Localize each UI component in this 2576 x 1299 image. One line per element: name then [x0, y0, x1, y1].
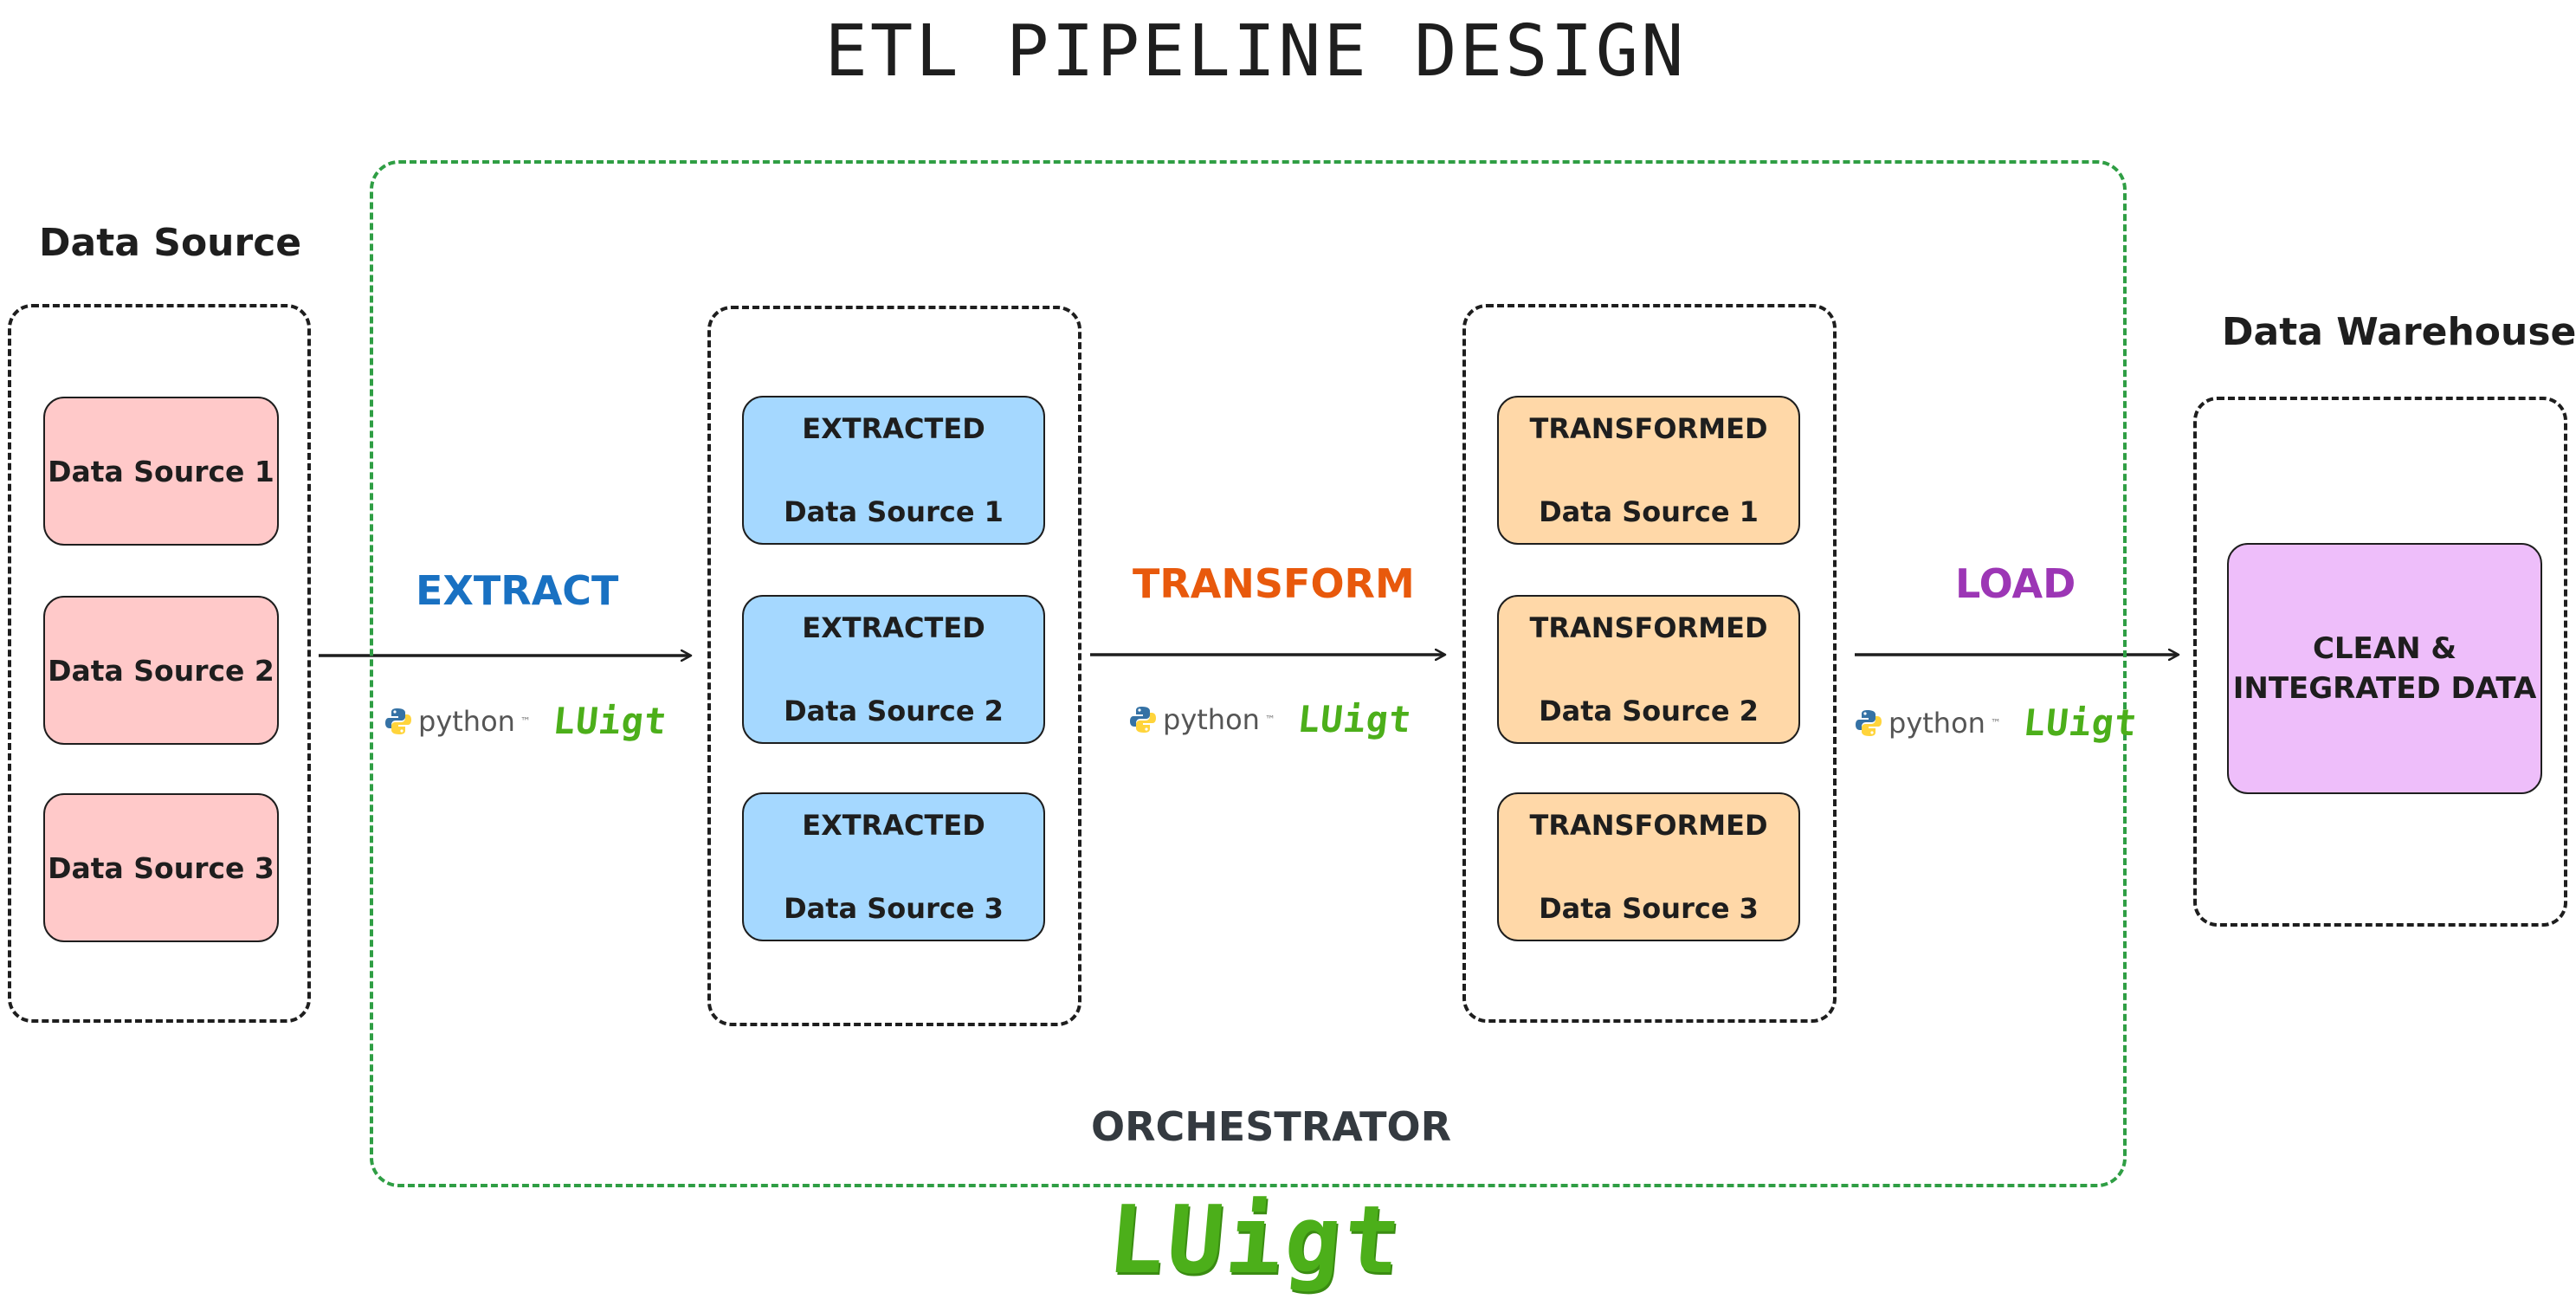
- load-tools: python ™ LUigt: [1854, 701, 2140, 744]
- warehouse-line-2: INTEGRATED DATA: [2232, 671, 2537, 706]
- python-logo: python ™: [1854, 707, 2001, 740]
- extracted-source-label: Data Source 2: [784, 695, 1004, 727]
- extracted-prefix: EXTRACTED: [802, 611, 985, 644]
- transformed-card-3: TRANSFORMED Data Source 3: [1497, 792, 1800, 941]
- python-trademark: ™: [1264, 713, 1275, 726]
- transformed-card-1: TRANSFORMED Data Source 1: [1497, 396, 1800, 545]
- extracted-group: [707, 306, 1081, 1026]
- python-icon: [385, 708, 411, 734]
- extracted-card-3: EXTRACTED Data Source 3: [742, 792, 1045, 941]
- data-source-1-card: Data Source 1: [43, 397, 279, 546]
- python-icon: [1856, 709, 1882, 736]
- data-source-heading: Data Source: [39, 221, 302, 265]
- transformed-source-label: Data Source 2: [1539, 695, 1759, 727]
- transformed-card-2: TRANSFORMED Data Source 2: [1497, 595, 1800, 744]
- extracted-source-label: Data Source 1: [784, 495, 1004, 528]
- python-trademark: ™: [520, 714, 531, 727]
- python-wordmark: python: [418, 704, 515, 738]
- transformed-source-label: Data Source 3: [1539, 892, 1759, 925]
- transform-tools: python ™ LUigt: [1128, 698, 1414, 740]
- orchestrator-label: ORCHESTRATOR: [1091, 1103, 1452, 1150]
- luigi-logo: LUigt: [1295, 698, 1414, 740]
- extracted-source-label: Data Source 3: [784, 892, 1004, 925]
- data-source-2-label: Data Source 2: [48, 653, 274, 688]
- data-warehouse-group: [2193, 397, 2567, 927]
- transformed-source-label: Data Source 1: [1539, 495, 1759, 528]
- extracted-card-2: EXTRACTED Data Source 2: [742, 595, 1045, 744]
- extracted-prefix: EXTRACTED: [802, 412, 985, 445]
- data-source-1-label: Data Source 1: [48, 454, 274, 488]
- transform-label: TRANSFORM: [1133, 560, 1415, 607]
- data-source-3-card: Data Source 3: [43, 793, 279, 942]
- extracted-card-1: EXTRACTED Data Source 1: [742, 396, 1045, 545]
- page-title: ETL PIPELINE DESIGN: [824, 10, 1687, 93]
- data-warehouse-heading: Data Warehouse: [2222, 310, 2576, 354]
- transformed-group: [1462, 304, 1837, 1023]
- load-label: LOAD: [1955, 560, 2076, 607]
- extracted-prefix: EXTRACTED: [802, 809, 985, 842]
- extract-tools: python ™ LUigt: [384, 700, 669, 742]
- python-trademark: ™: [1990, 716, 2001, 729]
- luigi-logo: LUigt: [551, 700, 669, 742]
- warehouse-card: CLEAN & INTEGRATED DATA: [2227, 543, 2542, 794]
- orchestrator-frame: [370, 160, 2127, 1187]
- luigi-logo: LUigt: [2021, 701, 2140, 744]
- luigi-orchestrator-logo: LUigt: [1103, 1186, 1408, 1295]
- python-logo: python ™: [384, 705, 531, 738]
- warehouse-line-1: CLEAN &: [2312, 631, 2457, 666]
- transformed-prefix: TRANSFORMED: [1529, 412, 1768, 445]
- transformed-prefix: TRANSFORMED: [1529, 611, 1768, 644]
- data-source-3-label: Data Source 3: [48, 850, 274, 885]
- transformed-prefix: TRANSFORMED: [1529, 809, 1768, 842]
- extract-label: EXTRACT: [416, 567, 619, 614]
- python-icon: [1130, 706, 1156, 733]
- data-source-group: [8, 304, 311, 1023]
- data-source-2-card: Data Source 2: [43, 596, 279, 745]
- python-wordmark: python: [1163, 702, 1260, 736]
- python-logo: python ™: [1128, 703, 1275, 736]
- python-wordmark: python: [1888, 706, 1985, 740]
